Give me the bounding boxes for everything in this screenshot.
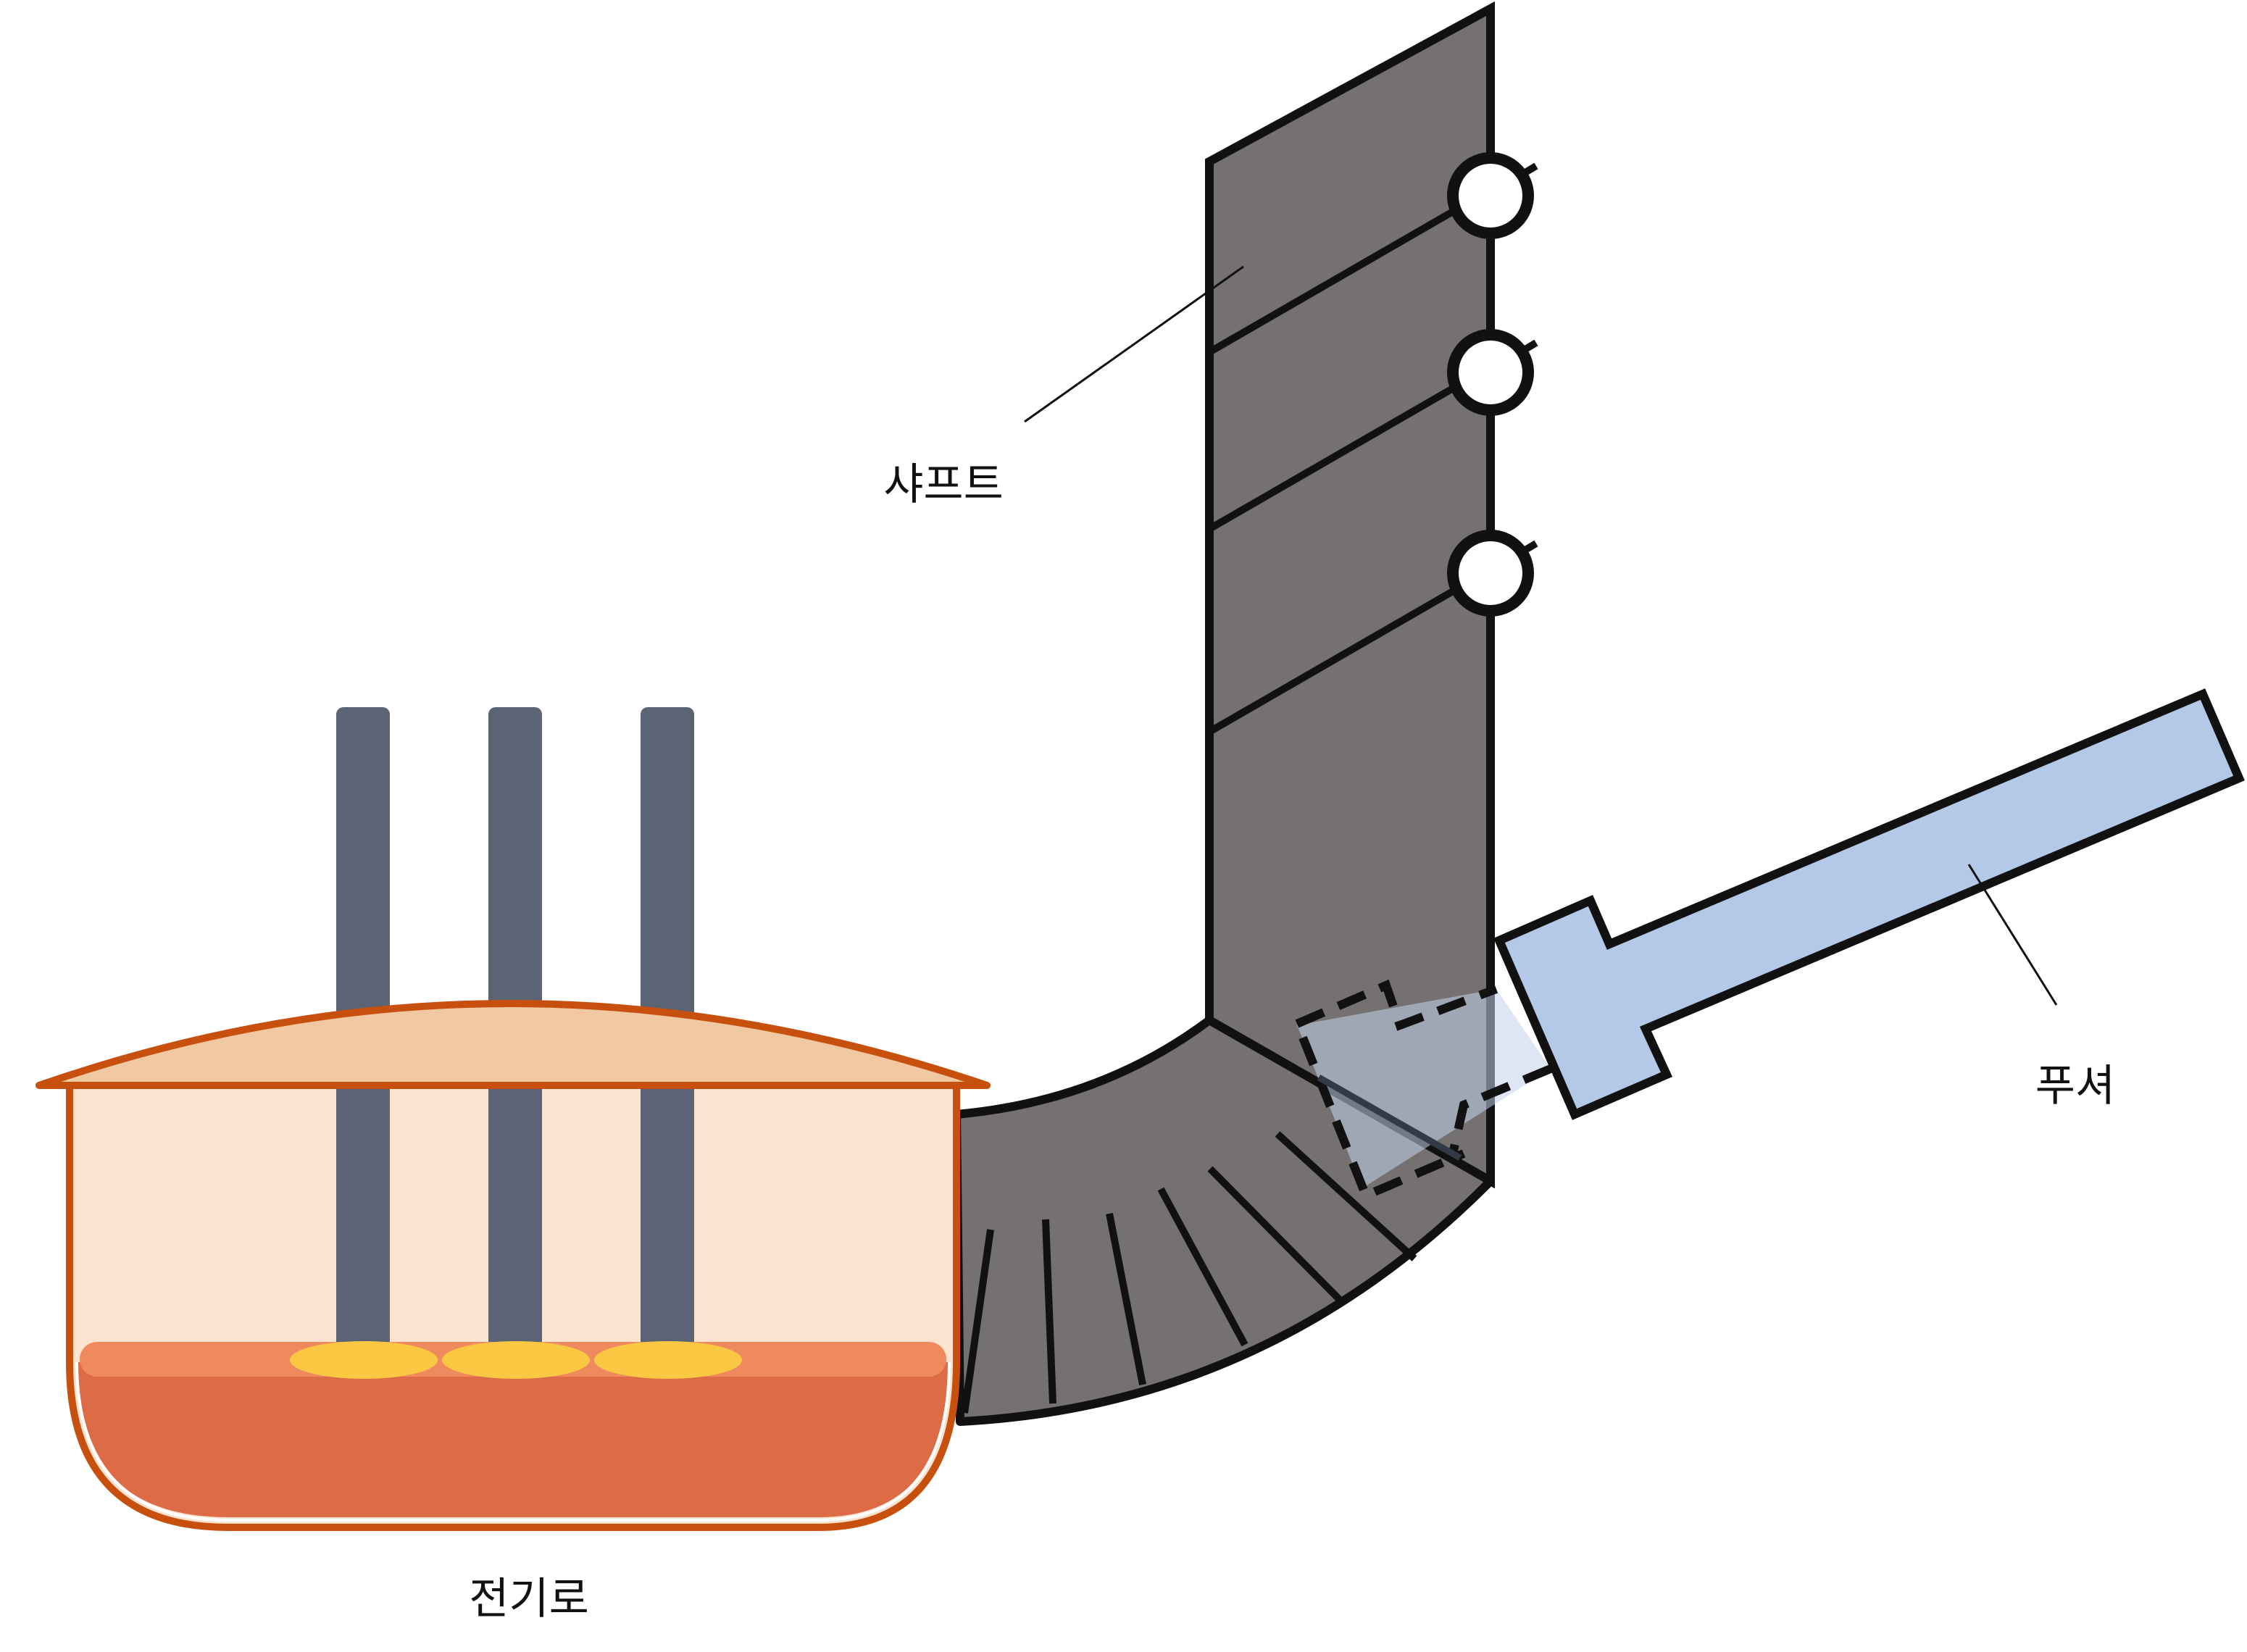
sensor-icon [1447, 329, 1538, 416]
sensor-icon [1447, 530, 1538, 617]
arc-icon [290, 1341, 438, 1379]
pusher-extension [1297, 989, 1551, 1188]
furnace-roof [36, 1000, 991, 1089]
furnace-shell-inner [75, 1361, 951, 1522]
molten-bath [75, 1362, 951, 1517]
shaft-divider [1207, 363, 1493, 533]
sensor-icon [1447, 152, 1538, 239]
electrode-inner [488, 1085, 542, 1346]
shaft-sensors [1447, 152, 1538, 617]
shaft-label: 샤프트 [883, 459, 1004, 510]
pusher-retracted-outline [1295, 979, 1498, 1031]
pusher-label: 푸셔 [2035, 1061, 2116, 1111]
pusher-retracted-outline [1448, 1064, 1553, 1155]
shaft-divider [1207, 186, 1493, 356]
electrode-inner [641, 1085, 694, 1346]
furnace-shell [66, 1085, 960, 1531]
duct-rib [1106, 1213, 1146, 1385]
pusher-rod-line [1317, 1075, 1462, 1161]
duct-rib [961, 1229, 994, 1414]
electrode-inner [336, 1085, 390, 1346]
duct-rib [1042, 1219, 1056, 1404]
pusher [1295, 688, 2245, 1201]
arc-icon [442, 1341, 590, 1379]
duct-rib [1275, 1131, 1417, 1261]
electric-arc-furnace [36, 707, 991, 1531]
pusher-retracted-outline [1298, 1035, 1466, 1201]
pusher-body [1493, 688, 2245, 1120]
pusher-leader-line [1967, 864, 2058, 1006]
duct-rib [1207, 1166, 1343, 1303]
duct-rib [1157, 1187, 1248, 1347]
shaft-leader-line [1024, 265, 1244, 423]
shaft-divider [1207, 566, 1493, 735]
furnace-label: 전기로 [469, 1574, 589, 1624]
arc-icon [594, 1341, 742, 1379]
